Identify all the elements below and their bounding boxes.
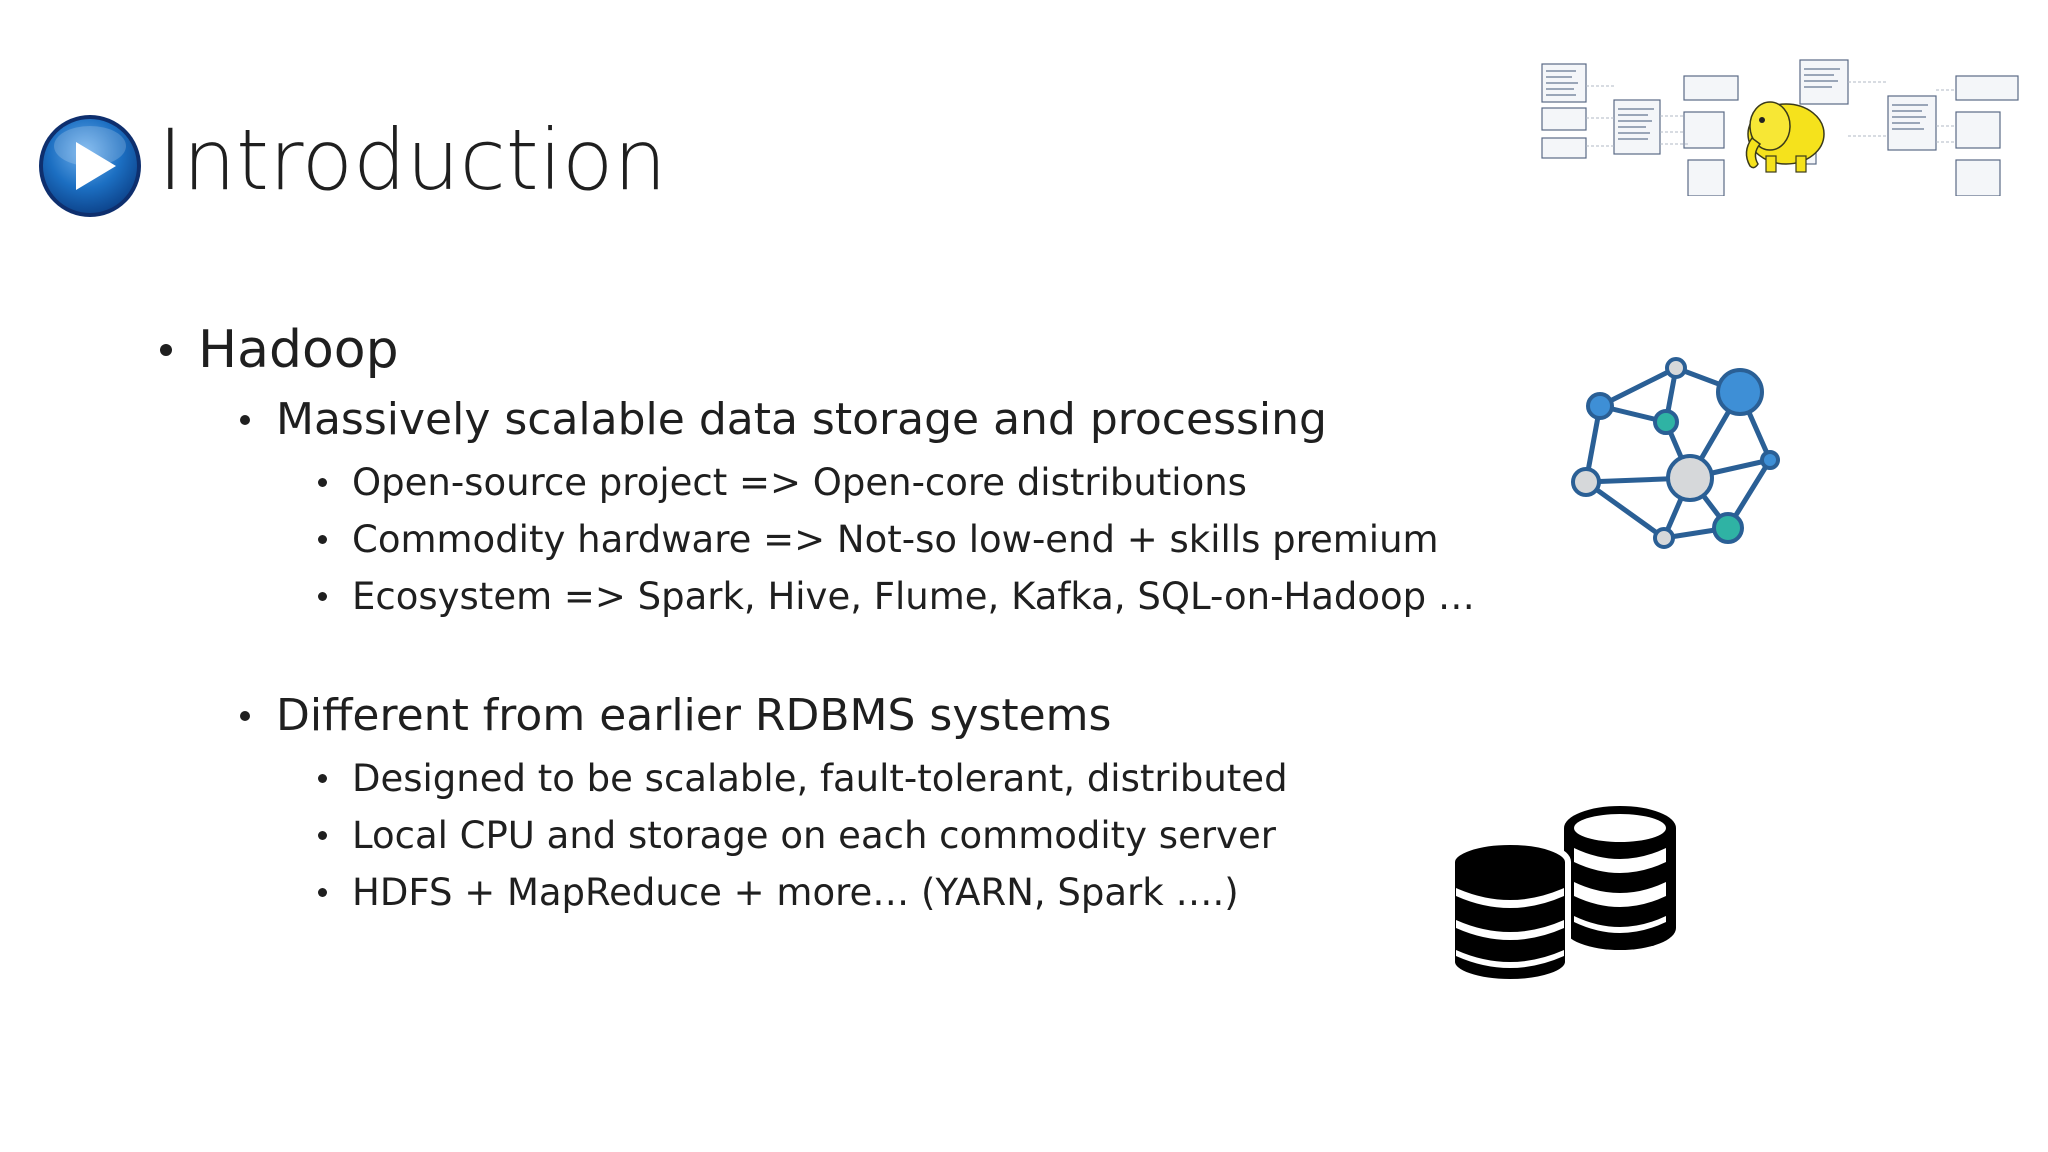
bullet-text: Different from earlier RDBMS systems bbox=[276, 690, 1112, 741]
list-item: HDFS + MapReduce + more… (YARN, Spark ….… bbox=[318, 874, 1239, 911]
bullet-text: Ecosystem => Spark, Hive, Flume, Kafka, … bbox=[352, 575, 1475, 618]
list-item: Hadoop bbox=[160, 324, 399, 376]
database-schema-with-hadoop-elephant-image bbox=[1541, 59, 2019, 196]
bullet-text: Designed to be scalable, fault-tolerant,… bbox=[352, 757, 1288, 800]
page-title: Introduction bbox=[158, 111, 667, 209]
database-icon-back bbox=[1564, 806, 1676, 950]
bullet-text: Hadoop bbox=[198, 320, 399, 380]
list-item: Ecosystem => Spark, Hive, Flume, Kafka, … bbox=[318, 578, 1475, 615]
list-item: Massively scalable data storage and proc… bbox=[240, 398, 1327, 442]
bullet-text: HDFS + MapReduce + more… (YARN, Spark ….… bbox=[352, 871, 1239, 914]
list-item: Open-source project => Open-core distrib… bbox=[318, 464, 1247, 501]
database-icon-front bbox=[1452, 839, 1571, 980]
bullet-text: Massively scalable data storage and proc… bbox=[276, 394, 1327, 445]
bullet-text: Local CPU and storage on each commodity … bbox=[352, 814, 1276, 857]
bullet-text: Commodity hardware => Not-so low-end + s… bbox=[352, 518, 1439, 561]
network-graph-icon bbox=[1571, 357, 1780, 549]
list-item: Different from earlier RDBMS systems bbox=[240, 694, 1111, 738]
list-item: Local CPU and storage on each commodity … bbox=[318, 817, 1276, 854]
list-item: Commodity hardware => Not-so low-end + s… bbox=[318, 521, 1439, 558]
list-item: Designed to be scalable, fault-tolerant,… bbox=[318, 760, 1288, 797]
hadoop-elephant-icon bbox=[1745, 101, 1825, 173]
play-button-icon bbox=[39, 115, 141, 217]
bullet-text: Open-source project => Open-core distrib… bbox=[352, 461, 1247, 504]
database-stack-icon bbox=[1452, 806, 1676, 980]
